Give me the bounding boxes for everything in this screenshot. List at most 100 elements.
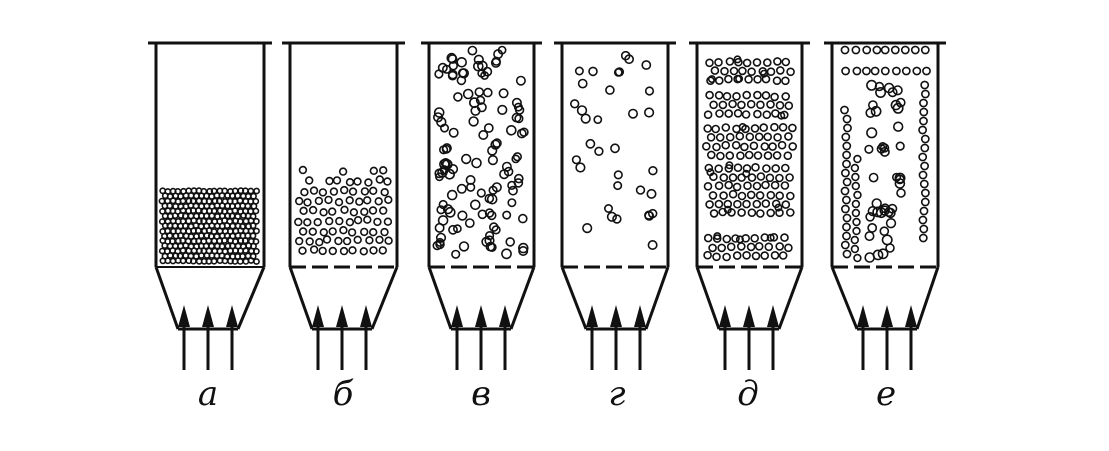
particle	[375, 235, 384, 245]
particle	[920, 80, 930, 90]
particle	[755, 209, 765, 218]
particle	[766, 208, 776, 218]
particle	[187, 192, 195, 199]
particle	[491, 56, 501, 66]
particle-bed	[294, 165, 393, 256]
particle	[577, 78, 588, 89]
particle	[221, 257, 229, 265]
particle	[488, 185, 498, 195]
particle	[228, 192, 236, 200]
particle	[484, 193, 495, 204]
funnel-right	[644, 266, 670, 330]
particle	[231, 207, 239, 215]
particle	[380, 227, 389, 237]
particle	[353, 235, 362, 245]
particle	[750, 234, 760, 243]
particle	[355, 197, 364, 206]
funnel-right	[236, 266, 266, 330]
particle	[765, 173, 775, 183]
particle	[319, 228, 328, 237]
particle	[775, 208, 784, 217]
particle	[334, 198, 344, 207]
particle	[345, 178, 355, 187]
particle	[770, 92, 779, 102]
gas-arrow-head	[767, 305, 779, 327]
particle	[868, 172, 879, 183]
particle	[761, 199, 771, 208]
particle	[179, 197, 187, 205]
particle	[840, 105, 849, 115]
particle	[842, 222, 851, 232]
particle	[295, 196, 304, 206]
particle	[508, 185, 518, 196]
particle	[325, 176, 334, 186]
particle	[919, 107, 929, 117]
particle	[763, 132, 773, 142]
particle	[895, 97, 906, 108]
particle	[788, 123, 797, 133]
particle	[483, 123, 494, 133]
particle	[901, 66, 911, 76]
particle	[502, 210, 512, 220]
particle	[712, 142, 721, 152]
gas-arrow-head	[360, 305, 372, 327]
particle	[879, 226, 890, 236]
particle	[703, 250, 712, 260]
funnel-left	[154, 266, 180, 330]
particle	[746, 190, 756, 200]
particle	[253, 258, 260, 265]
funnel-left	[288, 266, 314, 330]
particle	[249, 222, 257, 230]
particle-bed	[158, 187, 260, 265]
particle	[517, 242, 529, 254]
particle	[714, 181, 724, 190]
particle	[843, 123, 852, 133]
particle	[735, 235, 744, 244]
particle	[208, 212, 216, 220]
particle	[364, 178, 373, 187]
particle	[785, 208, 795, 217]
particle	[853, 154, 862, 164]
particle	[190, 247, 198, 255]
particle	[512, 152, 523, 162]
particle	[339, 246, 349, 256]
particle	[603, 204, 613, 214]
particle	[375, 175, 384, 184]
particle	[197, 232, 205, 240]
particle	[735, 74, 744, 83]
particle	[785, 173, 794, 182]
particle	[369, 246, 378, 255]
particle	[368, 206, 378, 215]
particle	[576, 105, 588, 116]
particle	[722, 92, 732, 101]
particle	[447, 70, 458, 81]
particle	[751, 163, 760, 172]
particle	[486, 210, 497, 221]
particle	[613, 170, 623, 180]
particle	[728, 189, 738, 199]
particle	[613, 68, 623, 77]
particle	[737, 173, 746, 182]
particle	[474, 87, 485, 97]
particle	[218, 192, 226, 199]
gas-arrow-head	[451, 305, 463, 327]
particle	[879, 205, 890, 216]
particle	[203, 212, 210, 220]
particle	[890, 99, 902, 111]
particle	[895, 174, 905, 185]
particle	[384, 236, 393, 245]
particle	[852, 217, 861, 227]
particle	[242, 247, 249, 254]
particle	[303, 198, 312, 207]
particle	[723, 199, 733, 209]
particle	[363, 196, 372, 205]
particle	[513, 173, 524, 184]
particle	[752, 181, 762, 191]
particle	[731, 140, 741, 150]
particle	[439, 158, 450, 170]
particle	[737, 208, 746, 217]
particle	[781, 57, 791, 67]
funnel-right	[915, 266, 940, 330]
particle	[895, 141, 905, 151]
gas-arrow-head	[881, 305, 893, 327]
